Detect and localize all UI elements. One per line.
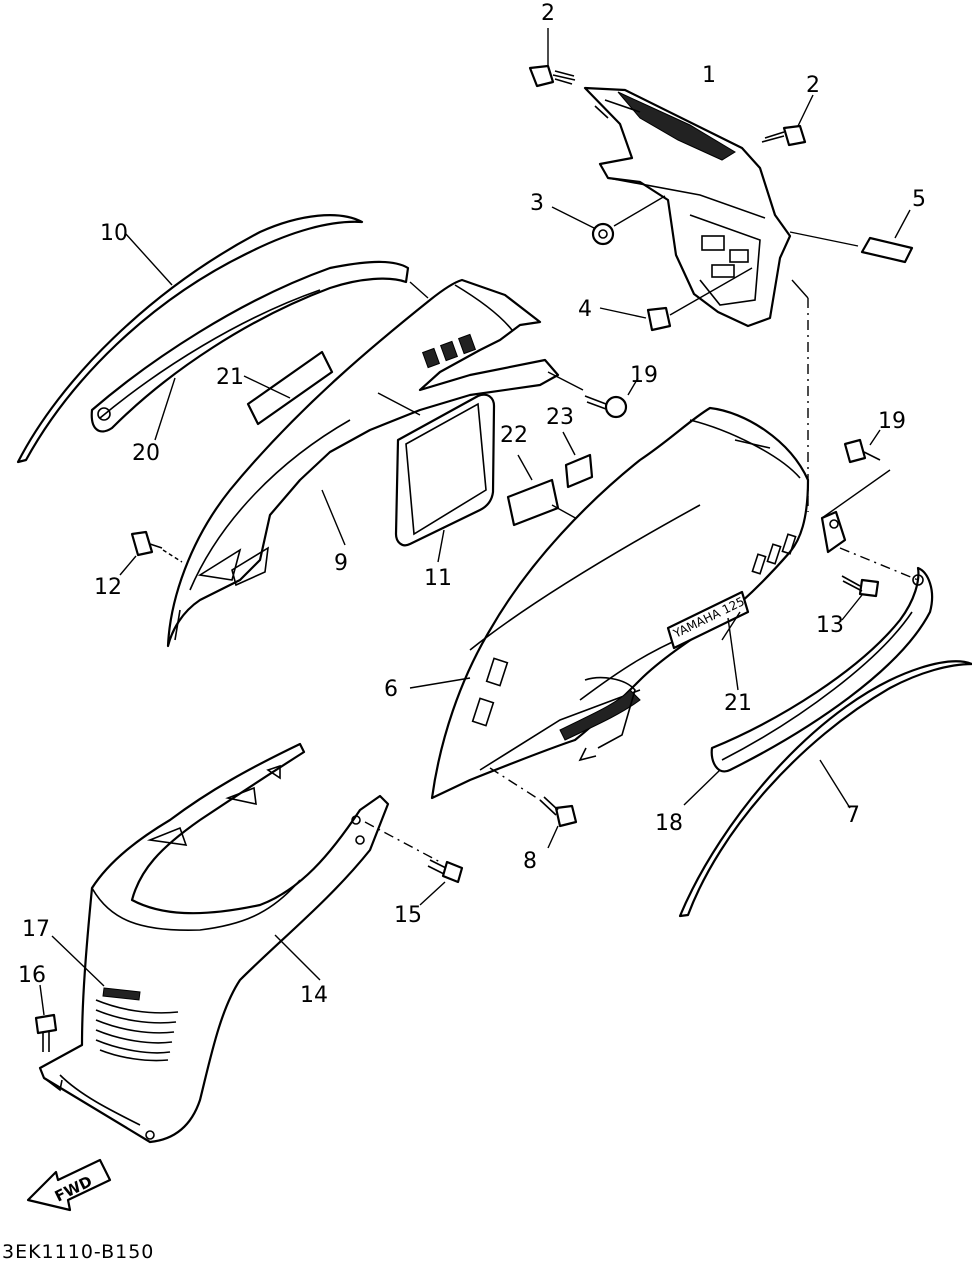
callout-14: 14 — [300, 983, 328, 1008]
callout-9: 9 — [334, 551, 348, 576]
part-8-bolt — [489, 767, 578, 849]
part-2-bolt-right — [761, 94, 814, 147]
callout-23: 23 — [546, 405, 574, 430]
callout-21-left: 21 — [216, 365, 244, 390]
part-13-bolt — [841, 575, 880, 621]
part-5-label — [789, 209, 914, 264]
part-9-left-side-cover — [166, 278, 560, 648]
part-3-nut — [551, 195, 666, 246]
part-23-label — [562, 431, 594, 489]
part-12-screw — [119, 530, 183, 576]
part-19-screw-middle — [547, 371, 639, 419]
callout-19-middle: 19 — [630, 363, 658, 388]
callout-numbers: 1 2 2 3 4 5 6 7 8 9 10 11 12 13 14 15 16… — [18, 1, 926, 1008]
part-4-clip — [599, 267, 753, 332]
part-2-bolt-left — [528, 28, 576, 88]
callout-1: 1 — [702, 63, 716, 88]
callout-22: 22 — [500, 423, 528, 448]
part-15-bolt — [364, 821, 464, 906]
part-11-panel — [394, 393, 496, 563]
part-19-screw-right — [821, 429, 891, 519]
callout-20: 20 — [132, 441, 160, 466]
callout-15: 15 — [394, 903, 422, 928]
callout-17: 17 — [22, 917, 50, 942]
part-20-side-rail — [90, 260, 429, 441]
callout-13: 13 — [816, 613, 844, 638]
part-22-label — [506, 454, 598, 531]
callout-18: 18 — [655, 811, 683, 836]
assembly-guide-line-top — [791, 279, 809, 299]
callout-19-right: 19 — [878, 409, 906, 434]
part-1-rear-bracket — [583, 86, 792, 328]
callout-7: 7 — [846, 803, 860, 828]
callout-5: 5 — [912, 187, 926, 212]
callout-6: 6 — [384, 677, 398, 702]
part-21-label-right-lead — [721, 611, 741, 641]
callout-11: 11 — [424, 566, 452, 591]
callout-12: 12 — [94, 575, 122, 600]
callout-3: 3 — [530, 191, 544, 216]
part-10-trim-strip — [16, 214, 364, 464]
forward-direction-arrow: FWD — [26, 1158, 112, 1212]
drawing-code: 3EK1110-B150 — [2, 1241, 154, 1263]
callout-8: 8 — [523, 849, 537, 874]
callout-10: 10 — [100, 221, 128, 246]
part-18-lower-rail — [683, 566, 934, 806]
callout-21-right: 21 — [724, 691, 752, 716]
callout-4: 4 — [578, 297, 592, 322]
part-21-label-left — [243, 350, 334, 426]
part-14-leg-shield — [38, 742, 390, 1144]
callout-16: 16 — [18, 963, 46, 988]
callout-2-left: 2 — [541, 1, 555, 26]
part-6-rear-tip — [820, 510, 924, 586]
callout-2-right: 2 — [806, 73, 820, 98]
part-17-emblem — [102, 987, 141, 1001]
part-16-bolt — [34, 984, 58, 1052]
